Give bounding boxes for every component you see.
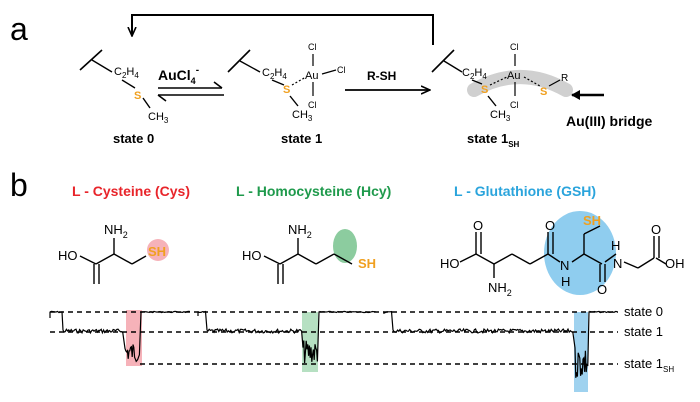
gsh-current-trace [383, 310, 618, 378]
state0-structure: C2H4 S CH3 [79, 49, 169, 125]
svg-text:NH2: NH2 [288, 222, 312, 240]
svg-text:O: O [651, 222, 661, 237]
bridge-label: Au(III) bridge [566, 113, 653, 129]
hcy-title: L - Homocysteine (Hcy) [236, 183, 391, 199]
cysteine-structure: NH2 HO SH [58, 222, 169, 284]
gold-atom: Au [305, 70, 318, 82]
reagent-aucl4: AuCl4- [158, 65, 199, 86]
hcy-current-trace [197, 310, 376, 364]
svg-text:Cl: Cl [308, 42, 317, 52]
svg-text:HO: HO [58, 248, 78, 263]
sulfur-atom: S [481, 84, 488, 96]
svg-text:NH2: NH2 [104, 222, 128, 240]
svg-text:Cl: Cl [308, 100, 317, 110]
svg-text:O: O [473, 218, 483, 233]
svg-text:O: O [545, 218, 555, 233]
gsh-title: L - Glutathione (GSH) [454, 183, 596, 199]
svg-text:HO: HO [440, 256, 460, 271]
sulfur-atom: S [540, 86, 547, 98]
state1sh-label: state 1SH [467, 131, 520, 149]
svg-text:C2H4: C2H4 [462, 67, 487, 81]
cys-thiol-highlight [147, 239, 169, 261]
trace-state0-label: state 0 [624, 304, 663, 319]
svg-text:OH: OH [665, 256, 685, 271]
reagent-rsh: R-SH [367, 69, 396, 83]
svg-text:SH: SH [583, 213, 601, 228]
svg-text:H: H [611, 238, 620, 253]
svg-text:CH3: CH3 [292, 109, 313, 123]
bridge-highlight [467, 70, 573, 97]
gold-atom: Au [507, 70, 520, 82]
svg-text:Cl: Cl [510, 42, 519, 52]
glutathione-structure: HO O NH2 O N H SH O H N O OH [440, 211, 685, 298]
svg-text:N: N [613, 256, 622, 271]
cys-current-trace [49, 310, 191, 363]
state0-label: state 0 [113, 131, 154, 146]
svg-text:H: H [561, 274, 570, 289]
svg-text:C2H4: C2H4 [262, 67, 287, 81]
state1-structure: C2H4 S Au Cl Cl Cl CH3 [227, 42, 346, 123]
homocysteine-structure: NH2 HO SH [242, 222, 376, 284]
trace-state1-label: state 1 [624, 324, 663, 339]
panel-a-label: a [10, 11, 28, 47]
gsh-thiol-highlight [544, 211, 616, 295]
sulfur-atom: S [283, 84, 290, 96]
state1-label: state 1 [281, 131, 322, 146]
equilibrium-arrow: AuCl4- [157, 65, 224, 102]
state1sh-structure: C2H4 S Au Cl Cl S R CH3 [431, 42, 573, 123]
svg-text:CH3: CH3 [148, 111, 169, 125]
svg-text:SH: SH [358, 256, 376, 271]
svg-text:N: N [560, 258, 569, 273]
cys-title: L - Cysteine (Cys) [72, 183, 190, 199]
svg-text:NH2: NH2 [488, 280, 512, 298]
svg-text:HO: HO [242, 248, 262, 263]
trace-state1sh-label: state 1SH [624, 356, 674, 374]
hcy-thiol-highlight [333, 229, 357, 263]
svg-text:Cl: Cl [337, 65, 346, 75]
svg-text:CH3: CH3 [490, 109, 511, 123]
cys-trace-highlight [126, 310, 142, 366]
svg-text:SH: SH [148, 244, 166, 259]
panel-b-label: b [10, 167, 28, 203]
svg-text:C2H4: C2H4 [114, 66, 139, 80]
svg-text:R: R [561, 73, 568, 84]
svg-text:Cl: Cl [510, 100, 519, 110]
feedback-arrow [132, 14, 434, 45]
sulfur-atom: S [134, 90, 141, 102]
rsh-arrow: R-SH [345, 69, 430, 90]
svg-text:O: O [597, 282, 607, 297]
